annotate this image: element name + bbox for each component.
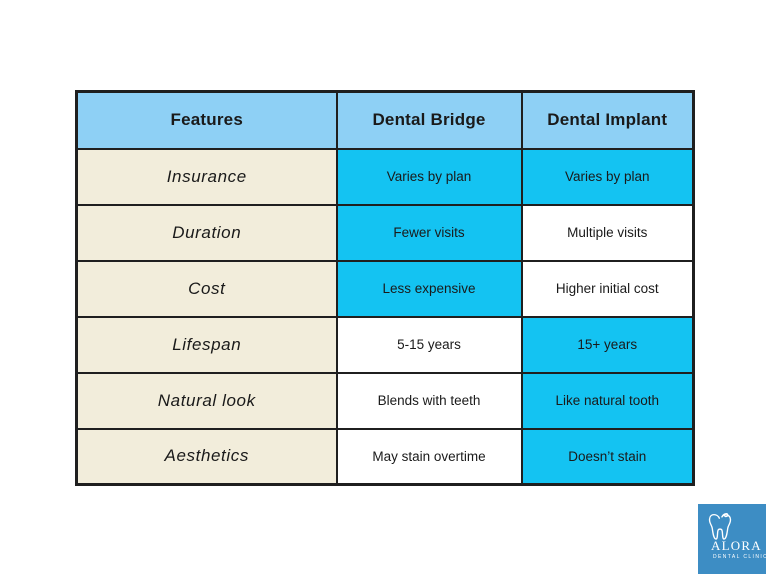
header-dental-implant: Dental Implant [520, 90, 695, 150]
comparison-table: Features Dental Bridge Dental Implant In… [75, 90, 695, 486]
implant-value: 15+ years [520, 315, 695, 374]
feature-label: Aesthetics [75, 427, 338, 486]
table-header-row: Features Dental Bridge Dental Implant [75, 90, 695, 150]
feature-label: Insurance [75, 147, 338, 206]
feature-label: Duration [75, 203, 338, 262]
table-row-duration: Duration Fewer visits Multiple visits [75, 203, 695, 262]
table-row-cost: Cost Less expensive Higher initial cost [75, 259, 695, 318]
logo-tagline: DENTAL CLINIC [713, 554, 766, 560]
table-row-aesthetics: Aesthetics May stain overtime Doesn’t st… [75, 427, 695, 486]
feature-label: Cost [75, 259, 338, 318]
bridge-value: Less expensive [335, 259, 523, 318]
bridge-value: Fewer visits [335, 203, 523, 262]
feature-label: Lifespan [75, 315, 338, 374]
table-row-insurance: Insurance Varies by plan Varies by plan [75, 147, 695, 206]
implant-value: Higher initial cost [520, 259, 695, 318]
implant-value: Like natural tooth [520, 371, 695, 430]
bridge-value: Blends with teeth [335, 371, 523, 430]
implant-value: Varies by plan [520, 147, 695, 206]
logo-name: ALORA [711, 538, 762, 553]
tooth-icon [708, 513, 732, 540]
alora-logo: ALORA DENTAL CLINIC [698, 504, 766, 574]
bridge-value: May stain overtime [335, 427, 523, 486]
header-dental-bridge: Dental Bridge [335, 90, 523, 150]
bridge-value: Varies by plan [335, 147, 523, 206]
bridge-value: 5-15 years [335, 315, 523, 374]
header-features: Features [75, 90, 338, 150]
table-row-natural-look: Natural look Blends with teeth Like natu… [75, 371, 695, 430]
table-row-lifespan: Lifespan 5-15 years 15+ years [75, 315, 695, 374]
feature-label: Natural look [75, 371, 338, 430]
implant-value: Multiple visits [520, 203, 695, 262]
implant-value: Doesn’t stain [520, 427, 695, 486]
